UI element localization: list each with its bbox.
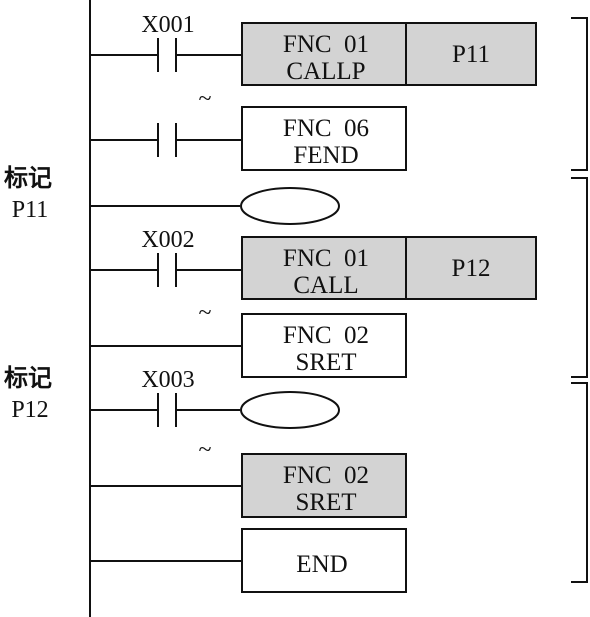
contact-label-x002: X002 — [141, 227, 194, 253]
instruction-box-callp — [241, 22, 407, 86]
instruction-operand: P11 — [452, 41, 490, 68]
label-p11: 标记 P11 — [4, 165, 340, 225]
pointer-label-p11: P11 — [12, 197, 48, 223]
instruction-code: FNC 01 — [283, 245, 369, 272]
instruction-name: CALLP — [286, 58, 365, 85]
label-p12: 标记 P12 X003 — [4, 365, 340, 429]
instruction-name: FEND — [293, 142, 358, 169]
instruction-code: FNC 06 — [283, 115, 369, 142]
instruction-box-sret-shaded — [241, 453, 407, 518]
instruction-code: FNC 02 — [283, 462, 369, 489]
gap-mark: ~ — [199, 437, 212, 463]
contact-label-x001: X001 — [141, 12, 194, 38]
mark-label: 标记 — [4, 365, 52, 392]
instruction-name: CALL — [293, 272, 358, 299]
instruction-box-end — [241, 528, 407, 593]
rung-sret-2: FNC 02 SRET — [90, 453, 407, 518]
rung-fend: FNC 06 FEND — [90, 106, 407, 171]
rung-sret-1: FNC 02 SRET — [90, 313, 407, 378]
operand-box-p12 — [405, 236, 537, 300]
gap-mark: ~ — [199, 300, 212, 326]
mark-label: 标记 — [4, 165, 52, 192]
instruction-code: FNC 01 — [283, 31, 369, 58]
pointer-coil-p11 — [240, 187, 340, 225]
pointer-label-p12: P12 — [11, 397, 48, 423]
pointer-coil-p12 — [240, 391, 340, 429]
instruction-operand: P12 — [452, 255, 491, 282]
contact-label-x003: X003 — [141, 367, 194, 393]
instruction-name: END — [296, 551, 347, 578]
instruction-box-sret — [241, 313, 407, 378]
rung-end: END — [90, 528, 407, 593]
bracket-main-program — [571, 17, 588, 171]
gap-mark: ~ — [199, 86, 212, 112]
bracket-subroutine-p12 — [571, 382, 588, 583]
rung-call: X002 FNC 01 CALL P12 — [90, 227, 537, 300]
rung-callp: X001 FNC 01 CALLP P11 — [90, 12, 537, 86]
instruction-name: SRET — [295, 489, 356, 516]
instruction-name: SRET — [295, 349, 356, 376]
bracket-subroutine-p11 — [571, 177, 588, 378]
operand-box-p11 — [405, 22, 537, 86]
instruction-box-fend — [241, 106, 407, 171]
instruction-code: FNC 02 — [283, 322, 369, 349]
